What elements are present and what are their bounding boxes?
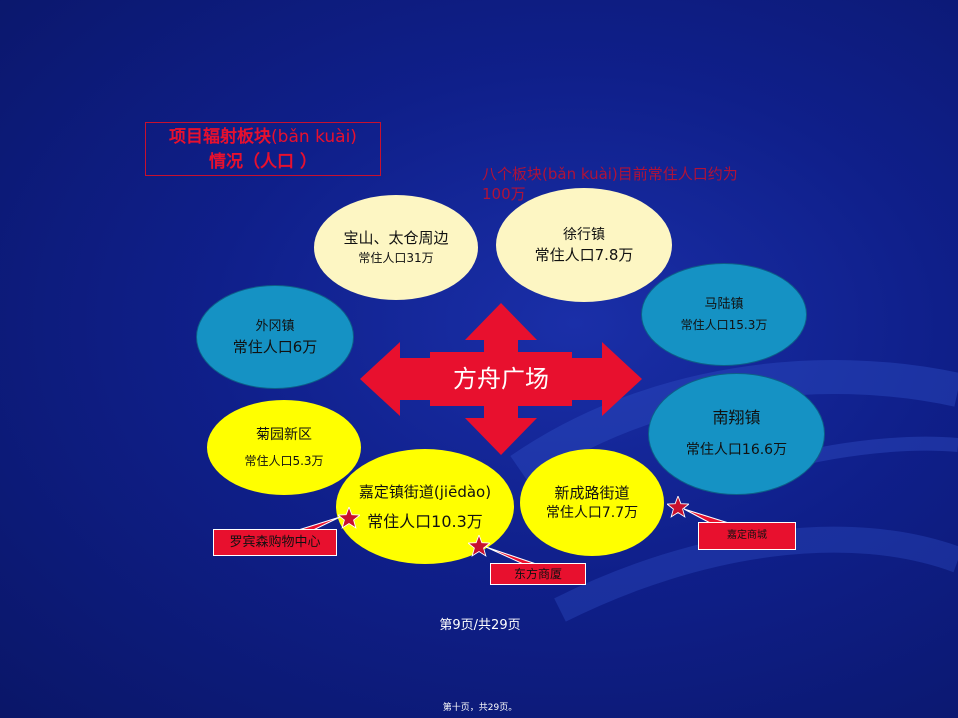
region-juyuan: 菊园新区 常住人口5.3万: [207, 400, 361, 495]
title-box: 项目辐射板块(bǎn kuài) 情况（人口 ）: [145, 122, 381, 176]
region-baoshan: 宝山、太仓周边 常住人口31万: [314, 195, 478, 300]
star-icon: [468, 535, 490, 557]
subtitle: 八个板块(bǎn kuài)目前常住人口约为 100万: [482, 165, 738, 203]
mall-tag-dongfang: 东方商厦: [490, 563, 586, 585]
region-nanxiang: 南翔镇 常住人口16.6万: [648, 373, 825, 495]
mall-tag-jiading: 嘉定商城: [698, 522, 796, 550]
star-icon: [338, 507, 360, 529]
page-number: 第9页/共29页: [439, 618, 521, 633]
title-line-1: 项目辐射板块(bǎn kuài): [169, 127, 357, 147]
region-xinchenglu: 新成路街道 常住人口7.7万: [520, 449, 664, 556]
title-line-2: 情况（人口 ）: [209, 152, 317, 172]
cross-arrow-shape: [360, 303, 642, 455]
region-xuxing: 徐行镇 常住人口7.8万: [496, 188, 672, 302]
center-label: 方舟广场: [453, 365, 549, 393]
region-waigang: 外冈镇 常住人口6万: [196, 285, 354, 389]
region-jiadingzhen: 嘉定镇街道(jiēdào) 常住人口10.3万: [336, 449, 514, 564]
mall-tag-robinson: 罗宾森购物中心: [213, 529, 337, 556]
page-footnote: 第十页，共29页。: [442, 703, 518, 713]
region-malu: 马陆镇 常住人口15.3万: [641, 263, 807, 366]
star-icon: [667, 496, 689, 518]
